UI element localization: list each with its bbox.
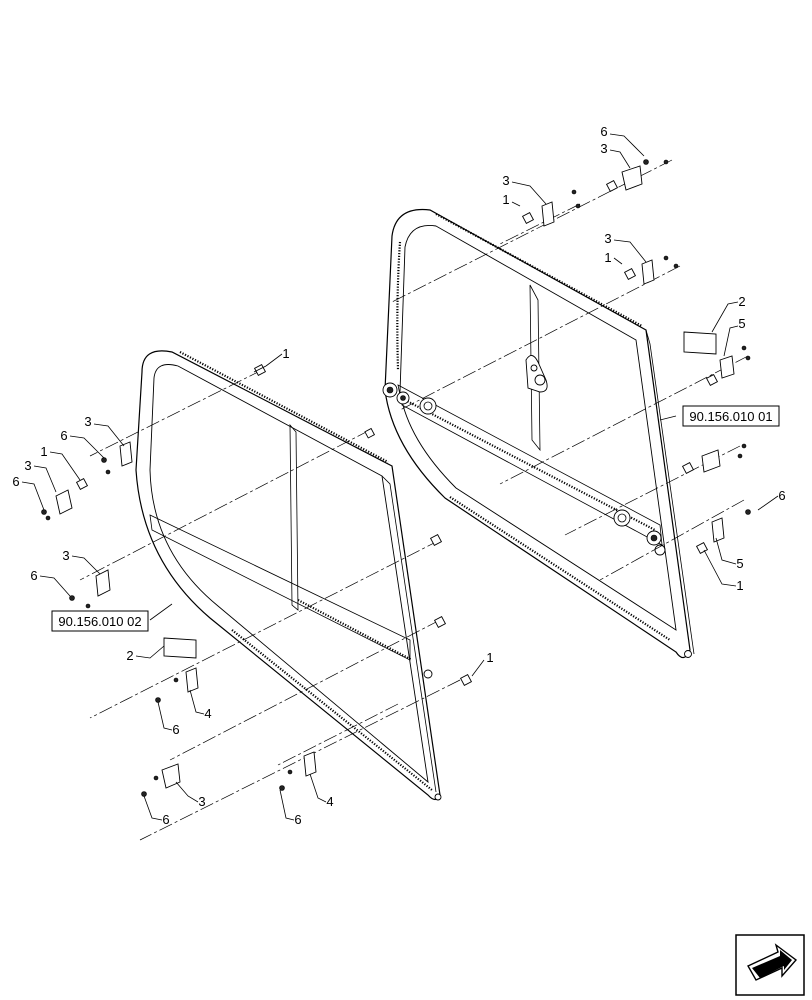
callout-number: 3 <box>198 794 205 809</box>
callout-number: 3 <box>502 173 509 188</box>
callout-number: 6 <box>294 812 301 827</box>
callout-number: 2 <box>738 294 745 309</box>
hardware-parts <box>41 159 751 797</box>
bolt-icon <box>459 673 473 687</box>
callout-number: 6 <box>60 428 67 443</box>
reference-box-right[interactable]: 90.156.010 01 <box>682 405 780 427</box>
bolt-icon <box>605 179 619 193</box>
callout-number: 4 <box>326 794 333 809</box>
callout-number: 1 <box>486 650 493 665</box>
bolt-icon <box>705 373 719 387</box>
bracket <box>161 763 181 789</box>
callout-number: 1 <box>604 250 611 265</box>
bracket <box>641 259 655 285</box>
callout-number: 3 <box>24 458 31 473</box>
callout-number: 5 <box>738 316 745 331</box>
bracket <box>55 489 73 515</box>
bracket <box>621 165 643 191</box>
callout-number: 6 <box>30 568 37 583</box>
callout-number: 3 <box>84 414 91 429</box>
bolt-icon <box>75 477 89 491</box>
callout-number: 1 <box>282 346 289 361</box>
callout-number: 6 <box>162 812 169 827</box>
bracket <box>303 751 317 777</box>
bracket <box>119 441 133 467</box>
bolt-icon <box>429 533 443 547</box>
left-window-frame <box>135 350 442 801</box>
reference-label: 90.156.010 01 <box>689 409 772 424</box>
callout-number: 6 <box>778 488 785 503</box>
callout-number: 1 <box>502 192 509 207</box>
leader-lines <box>21 133 779 821</box>
callout-number: 6 <box>172 722 179 737</box>
callout-number: 1 <box>736 578 743 593</box>
next-page-arrow-icon[interactable] <box>735 934 805 996</box>
callout-number: 6 <box>12 474 19 489</box>
bracket <box>719 355 735 379</box>
screw-icon <box>41 159 751 797</box>
bracket <box>185 667 199 693</box>
latch-assembly <box>525 355 548 393</box>
bolt-icon <box>695 541 709 555</box>
bolt-icon <box>623 267 637 281</box>
callout-number: 1 <box>40 444 47 459</box>
bolt-icon <box>364 427 376 439</box>
bolt-icon <box>681 461 695 475</box>
right-window-frame <box>382 208 695 659</box>
reference-box-left[interactable]: 90.156.010 02 <box>51 610 149 632</box>
seal-pad <box>163 637 197 659</box>
bracket <box>711 517 725 543</box>
callout-number: 6 <box>600 124 607 139</box>
callout-number: 4 <box>204 706 211 721</box>
bracket <box>541 201 555 227</box>
hinge-knob <box>382 382 692 658</box>
callout-number: 3 <box>600 141 607 156</box>
callout-number: 3 <box>604 231 611 246</box>
bracket <box>701 449 721 473</box>
callout-number: 2 <box>126 648 133 663</box>
callout-number: 5 <box>736 556 743 571</box>
reference-label: 90.156.010 02 <box>58 614 141 629</box>
callout-number: 3 <box>62 548 69 563</box>
bolt-icon <box>253 363 267 377</box>
bracket <box>95 569 111 597</box>
bolt-icon <box>433 615 447 629</box>
seal-pad <box>683 331 717 355</box>
bolt-icon <box>521 211 535 225</box>
